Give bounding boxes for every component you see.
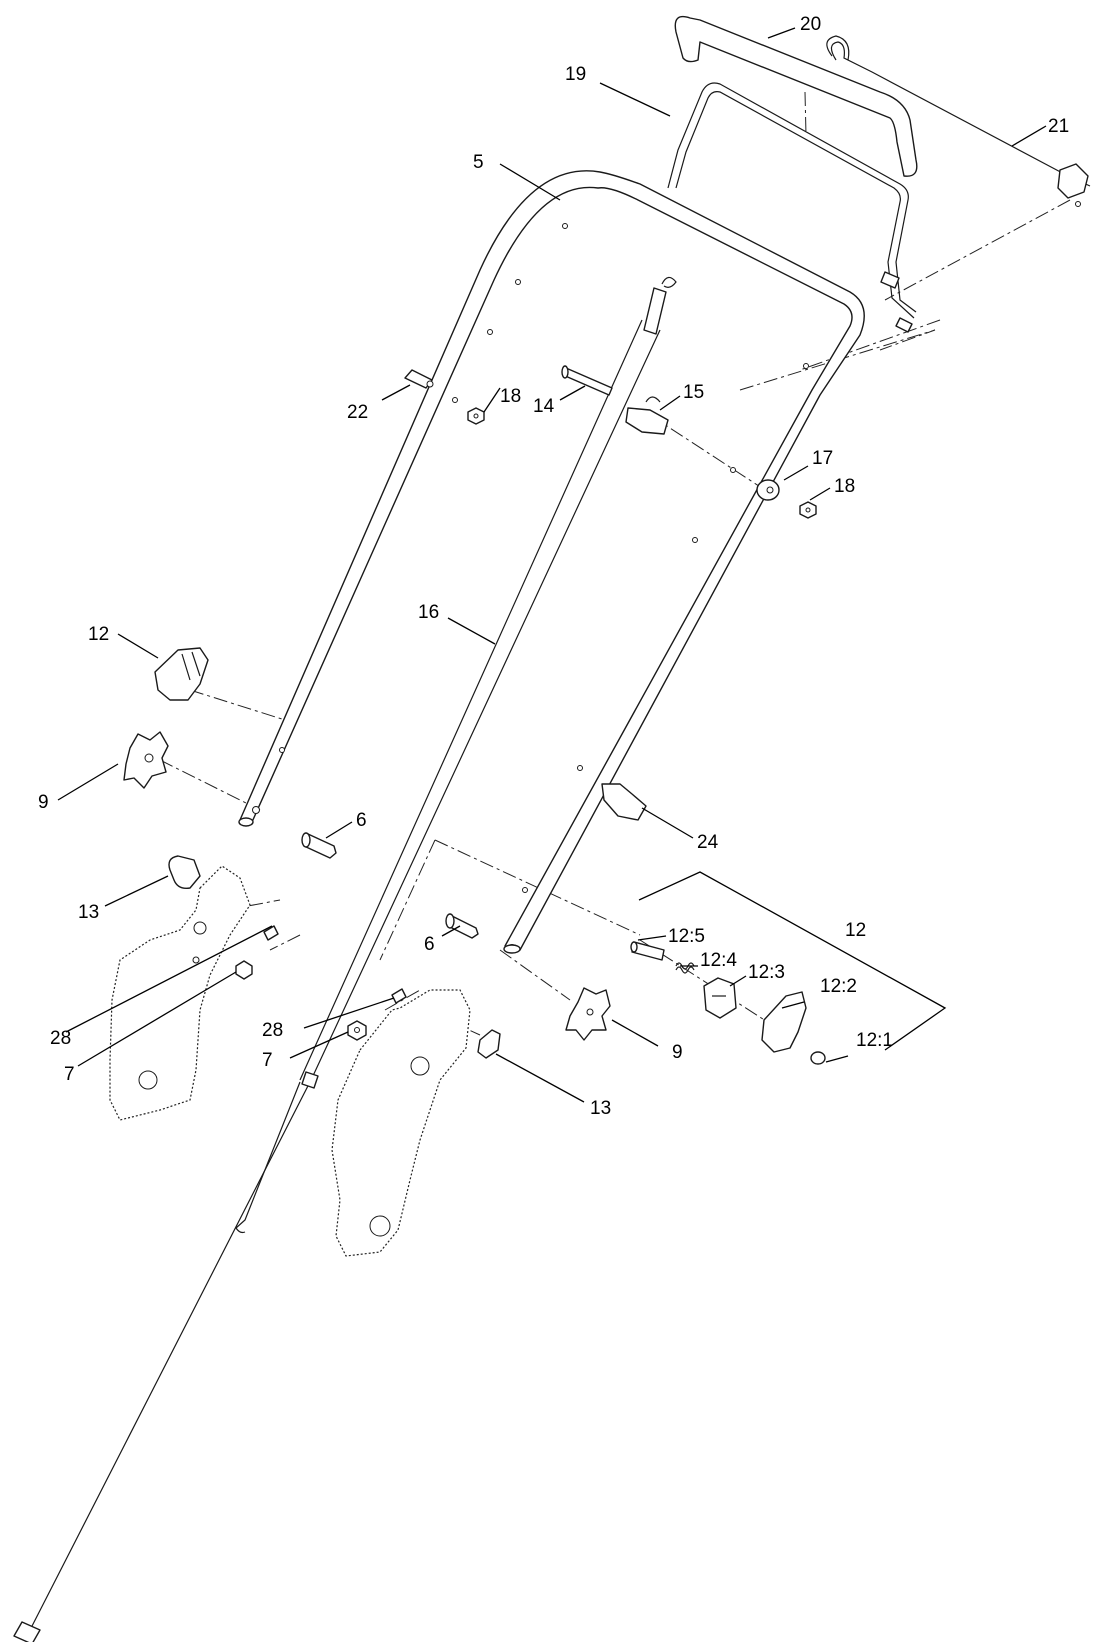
callout-16: 16: [418, 602, 439, 623]
callout-18-upper: 18: [500, 386, 521, 407]
cable-bracket-part-15: [625, 396, 669, 435]
callout-12-1: 12:1: [856, 1030, 893, 1051]
callout-28-right: 28: [262, 1020, 283, 1041]
callout-24: 24: [697, 832, 719, 853]
control-rod-part-21: [826, 35, 1091, 207]
leader-lines: [57, 27, 1047, 1103]
callout-21: 21: [1048, 116, 1069, 137]
callout-9-right: 9: [672, 1042, 683, 1063]
callout-28-left: 28: [50, 1028, 71, 1049]
mounting-plate-left: [109, 865, 251, 1121]
screw-part-28-right: [391, 988, 407, 1004]
mounting-plate-right: [331, 989, 471, 1257]
callout-19: 19: [565, 64, 586, 85]
pivot-cap-part-13-right: [477, 1029, 501, 1059]
bail-grip-cover-part-20: [674, 15, 918, 177]
clip-part-22: [404, 369, 434, 389]
callout-22: 22: [347, 402, 368, 423]
callout-7-left: 7: [64, 1064, 75, 1085]
bolt-part-6-right: [445, 913, 479, 939]
callout-12-3: 12:3: [748, 962, 785, 983]
star-knob-part-9-left: [123, 731, 169, 789]
center-lines: [159, 91, 1071, 1036]
callout-7-right: 7: [262, 1050, 273, 1071]
callout-12-4: 12:4: [700, 950, 737, 971]
lever-part-12-2: [761, 991, 807, 1053]
control-cable-part-16: [13, 276, 677, 1642]
handle-knob-part-12-left: [154, 647, 209, 701]
nut-part-18-upper: [467, 407, 485, 425]
bolt-part-6-left: [301, 832, 337, 859]
spring-part-12-4: [675, 962, 695, 974]
cable-clip-part-24: [601, 783, 647, 821]
callout-18-right: 18: [834, 476, 855, 497]
star-knob-part-9-right: [565, 987, 611, 1041]
callout-17: 17: [812, 448, 833, 469]
callout-13-left: 13: [78, 902, 99, 923]
pivot-cap-part-13-left: [168, 855, 201, 890]
callout-14: 14: [533, 396, 555, 417]
nut-part-18-right: [799, 501, 817, 519]
stud-part-12-5: [630, 941, 665, 961]
bail-part-19: [667, 82, 917, 333]
washer-part-17: [756, 479, 780, 501]
callout-12-2: 12:2: [820, 976, 857, 997]
housing-part-12-3: [703, 977, 737, 1019]
nut-part-7-left: [235, 960, 253, 980]
kit-bracket-part-12: [638, 871, 947, 1051]
bolt-part-14: [561, 365, 613, 396]
nut-part-7-right: [347, 1020, 367, 1041]
callout-20: 20: [800, 14, 821, 35]
callout-9-left: 9: [38, 792, 49, 813]
screw-part-28-left: [263, 925, 279, 941]
callout-12-left: 12: [88, 624, 109, 645]
callout-12-kit: 12: [845, 920, 866, 941]
callout-15: 15: [683, 382, 704, 403]
callout-5: 5: [473, 152, 484, 173]
callout-6-left: 6: [356, 810, 367, 831]
callout-12-5: 12:5: [668, 926, 705, 947]
callout-6-right: 6: [424, 934, 435, 955]
callout-13-right: 13: [590, 1098, 611, 1119]
cap-part-12-1: [810, 1051, 826, 1065]
upper-handle-part-5: [238, 170, 865, 954]
callout-labels: 20 19 21 5 22 18 14 15 17 18 16 12 9 6 2…: [38, 14, 1069, 1119]
